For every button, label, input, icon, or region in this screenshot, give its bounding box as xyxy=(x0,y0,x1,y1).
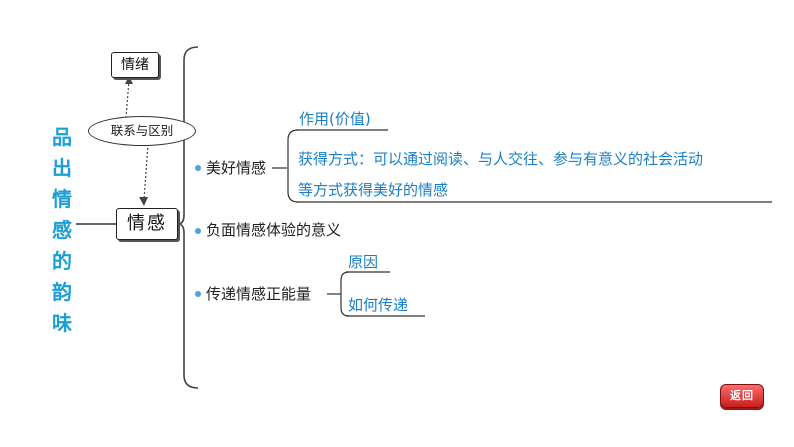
node-relation-oval: 联系与区别 xyxy=(88,116,196,146)
b3-brace xyxy=(340,271,350,317)
title-char: 的 xyxy=(52,249,72,273)
main-brace xyxy=(177,46,199,389)
title-char: 味 xyxy=(52,311,72,335)
b1-sub-zuoyong: 作用(价值) xyxy=(299,110,371,128)
title-char: 韵 xyxy=(52,280,72,304)
node-qinggan: 情感 xyxy=(116,208,178,240)
branch-label-chuandi: 传递情感正能量 xyxy=(206,285,312,303)
b1-brace xyxy=(287,129,299,203)
node-qingxu: 情绪 xyxy=(111,52,159,78)
title-char: 品 xyxy=(52,125,72,149)
dotted-arrow-down xyxy=(143,143,149,201)
b1-sub-huode-line2: 等方式获得美好的情感 xyxy=(298,181,449,199)
title-char: 出 xyxy=(52,156,72,180)
branch-label-fumian: 负面情感体验的意义 xyxy=(206,221,342,239)
dotted-arrow-up xyxy=(125,79,130,119)
vertical-title: 品 出 情 感 的 韵 味 xyxy=(50,122,74,339)
arrow-head-down-icon xyxy=(139,197,148,206)
branch-label-meihao: 美好情感 xyxy=(206,159,267,177)
arrow-head-up-icon xyxy=(125,76,133,84)
bullet-dot xyxy=(195,291,201,297)
b3-sub-ruhe: 如何传递 xyxy=(348,296,409,314)
bullet-dot xyxy=(195,165,201,171)
title-char: 感 xyxy=(52,218,72,242)
b3-sub-yuanyin: 原因 xyxy=(348,253,379,271)
title-char: 情 xyxy=(52,187,72,211)
b1-sub-huode-line1: 获得方式：可以通过阅读、与人交往、参与有意义的社会活动 xyxy=(298,150,704,168)
bullet-dot xyxy=(195,228,201,234)
back-button[interactable]: 返回 xyxy=(720,384,764,408)
